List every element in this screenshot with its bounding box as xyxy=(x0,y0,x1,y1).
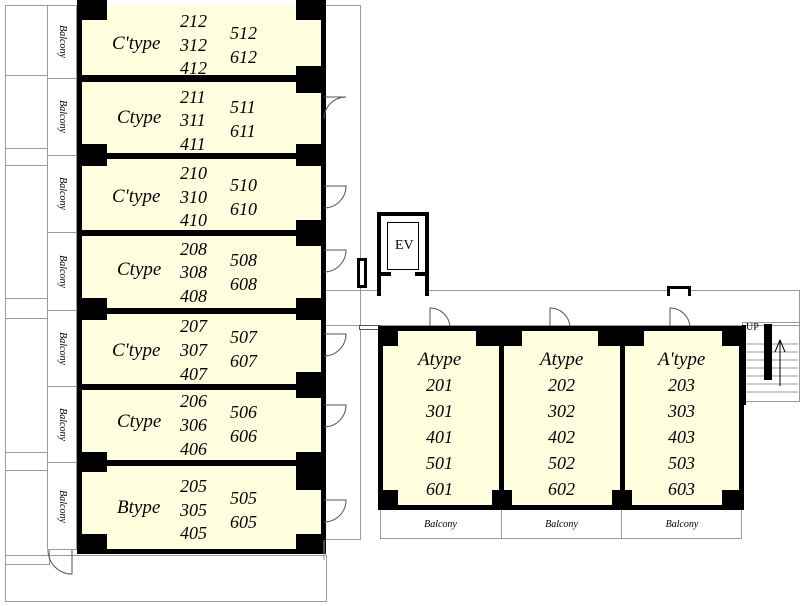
unit-type-west-4: Ctype xyxy=(117,259,162,280)
balcony-label-2: Balcony xyxy=(56,100,68,133)
elevator-label: EV xyxy=(395,238,414,253)
unit-type-east-1: Atype xyxy=(418,349,462,370)
balcony-label-east-2: Balcony xyxy=(545,519,578,530)
south-podium-outline xyxy=(5,555,327,602)
stair-treads xyxy=(746,338,798,393)
balcony-label-5: Balcony xyxy=(56,331,68,365)
unit-type-east-3: A'type xyxy=(658,349,706,370)
unit-type-east-2: Atype xyxy=(540,349,584,370)
unit-west-6 xyxy=(77,385,326,465)
unit-type-west-3: C'type xyxy=(112,186,161,207)
unit-west-4 xyxy=(77,231,326,313)
balcony-label-1: Balcony xyxy=(56,25,68,58)
corner-door xyxy=(47,549,73,575)
unit-type-west-7: Btype xyxy=(117,497,161,518)
balcony-label-6: Balcony xyxy=(56,407,68,441)
door-swings-west xyxy=(323,96,347,560)
unit-east-1 xyxy=(378,326,504,510)
room-list-west-1-a: 212 xyxy=(180,11,207,31)
unit-west-7 xyxy=(77,461,326,554)
stair-up-label: UP xyxy=(746,322,759,333)
room-list-west-1-b: 512 xyxy=(230,23,257,43)
balcony-label-7: Balcony xyxy=(56,489,68,523)
balcony-label-east-3: Balcony xyxy=(665,519,699,530)
balcony-label-3: Balcony xyxy=(56,177,68,210)
unit-type-west-1: C'type xyxy=(112,33,161,54)
unit-west-5 xyxy=(77,309,326,389)
balcony-label-4: Balcony xyxy=(56,254,68,288)
west-balcony-column xyxy=(47,5,77,550)
door-swings-east xyxy=(429,307,691,329)
unit-type-west-6: Ctype xyxy=(117,411,162,432)
west-corridor-outline xyxy=(5,5,50,565)
unit-west-1 xyxy=(77,5,326,80)
unit-type-west-2: Ctype xyxy=(117,107,162,128)
balcony-label-east-1: Balcony xyxy=(424,519,457,530)
unit-type-west-5: C'type xyxy=(112,340,161,361)
